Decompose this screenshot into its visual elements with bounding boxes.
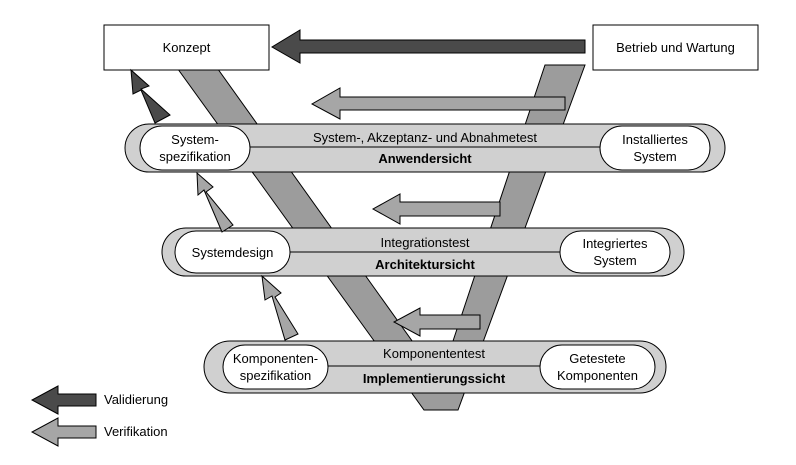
validation-arrow-spec-to-konzept	[130, 68, 171, 124]
level-1-band	[124, 123, 726, 173]
legend-validation-label: Validierung	[104, 392, 169, 407]
verification-arrow-level-2	[371, 193, 501, 225]
level-2-right-label: Integriertes System	[582, 236, 648, 268]
level-3-right-label: Getestete Komponenten	[557, 351, 638, 383]
v-model-band	[174, 64, 586, 411]
level-2-test-label: Integrationstest	[380, 235, 470, 250]
level-3-right-node	[539, 344, 656, 390]
verification-arrow-design-to-spec	[196, 171, 234, 233]
betrieb-und-wartung-box	[592, 24, 759, 71]
legend-validation-arrow	[30, 385, 97, 415]
level-2-view-label: Architektursicht	[375, 257, 475, 272]
level-1-left-label: System- spezifikation	[159, 132, 231, 164]
level-3-left-label: Komponenten- spezifikation	[232, 351, 319, 383]
validation-arrow-top	[271, 29, 586, 64]
level-3-view-label: Implementierungssicht	[362, 371, 506, 386]
betrieb-und-wartung-label: Betrieb und Wartung	[616, 40, 735, 55]
level-1-view-label: Anwendersicht	[378, 151, 472, 166]
level-2-left-label: Systemdesign	[191, 244, 274, 260]
konzept-box	[103, 24, 270, 71]
level-2-right-node	[559, 230, 671, 274]
verification-arrow-level-3	[392, 307, 481, 337]
level-2-left-node	[174, 230, 291, 274]
level-3-test-label: Komponententest	[383, 346, 485, 361]
level-1-right-node	[599, 125, 711, 171]
level-1-right-label: Installiertes System	[622, 132, 688, 164]
verification-arrow-komp-to-design	[261, 274, 299, 341]
legend-verification-label: Verifikation	[104, 424, 168, 439]
legend-verification-arrow	[30, 417, 97, 447]
level-1-left-node	[139, 125, 251, 171]
konzept-label: Konzept	[162, 40, 211, 55]
verification-arrow-level-1	[310, 87, 566, 120]
level-1-test-label: System-, Akzeptanz- und Abnahmetest	[312, 130, 537, 145]
level-3-left-node	[222, 344, 329, 390]
